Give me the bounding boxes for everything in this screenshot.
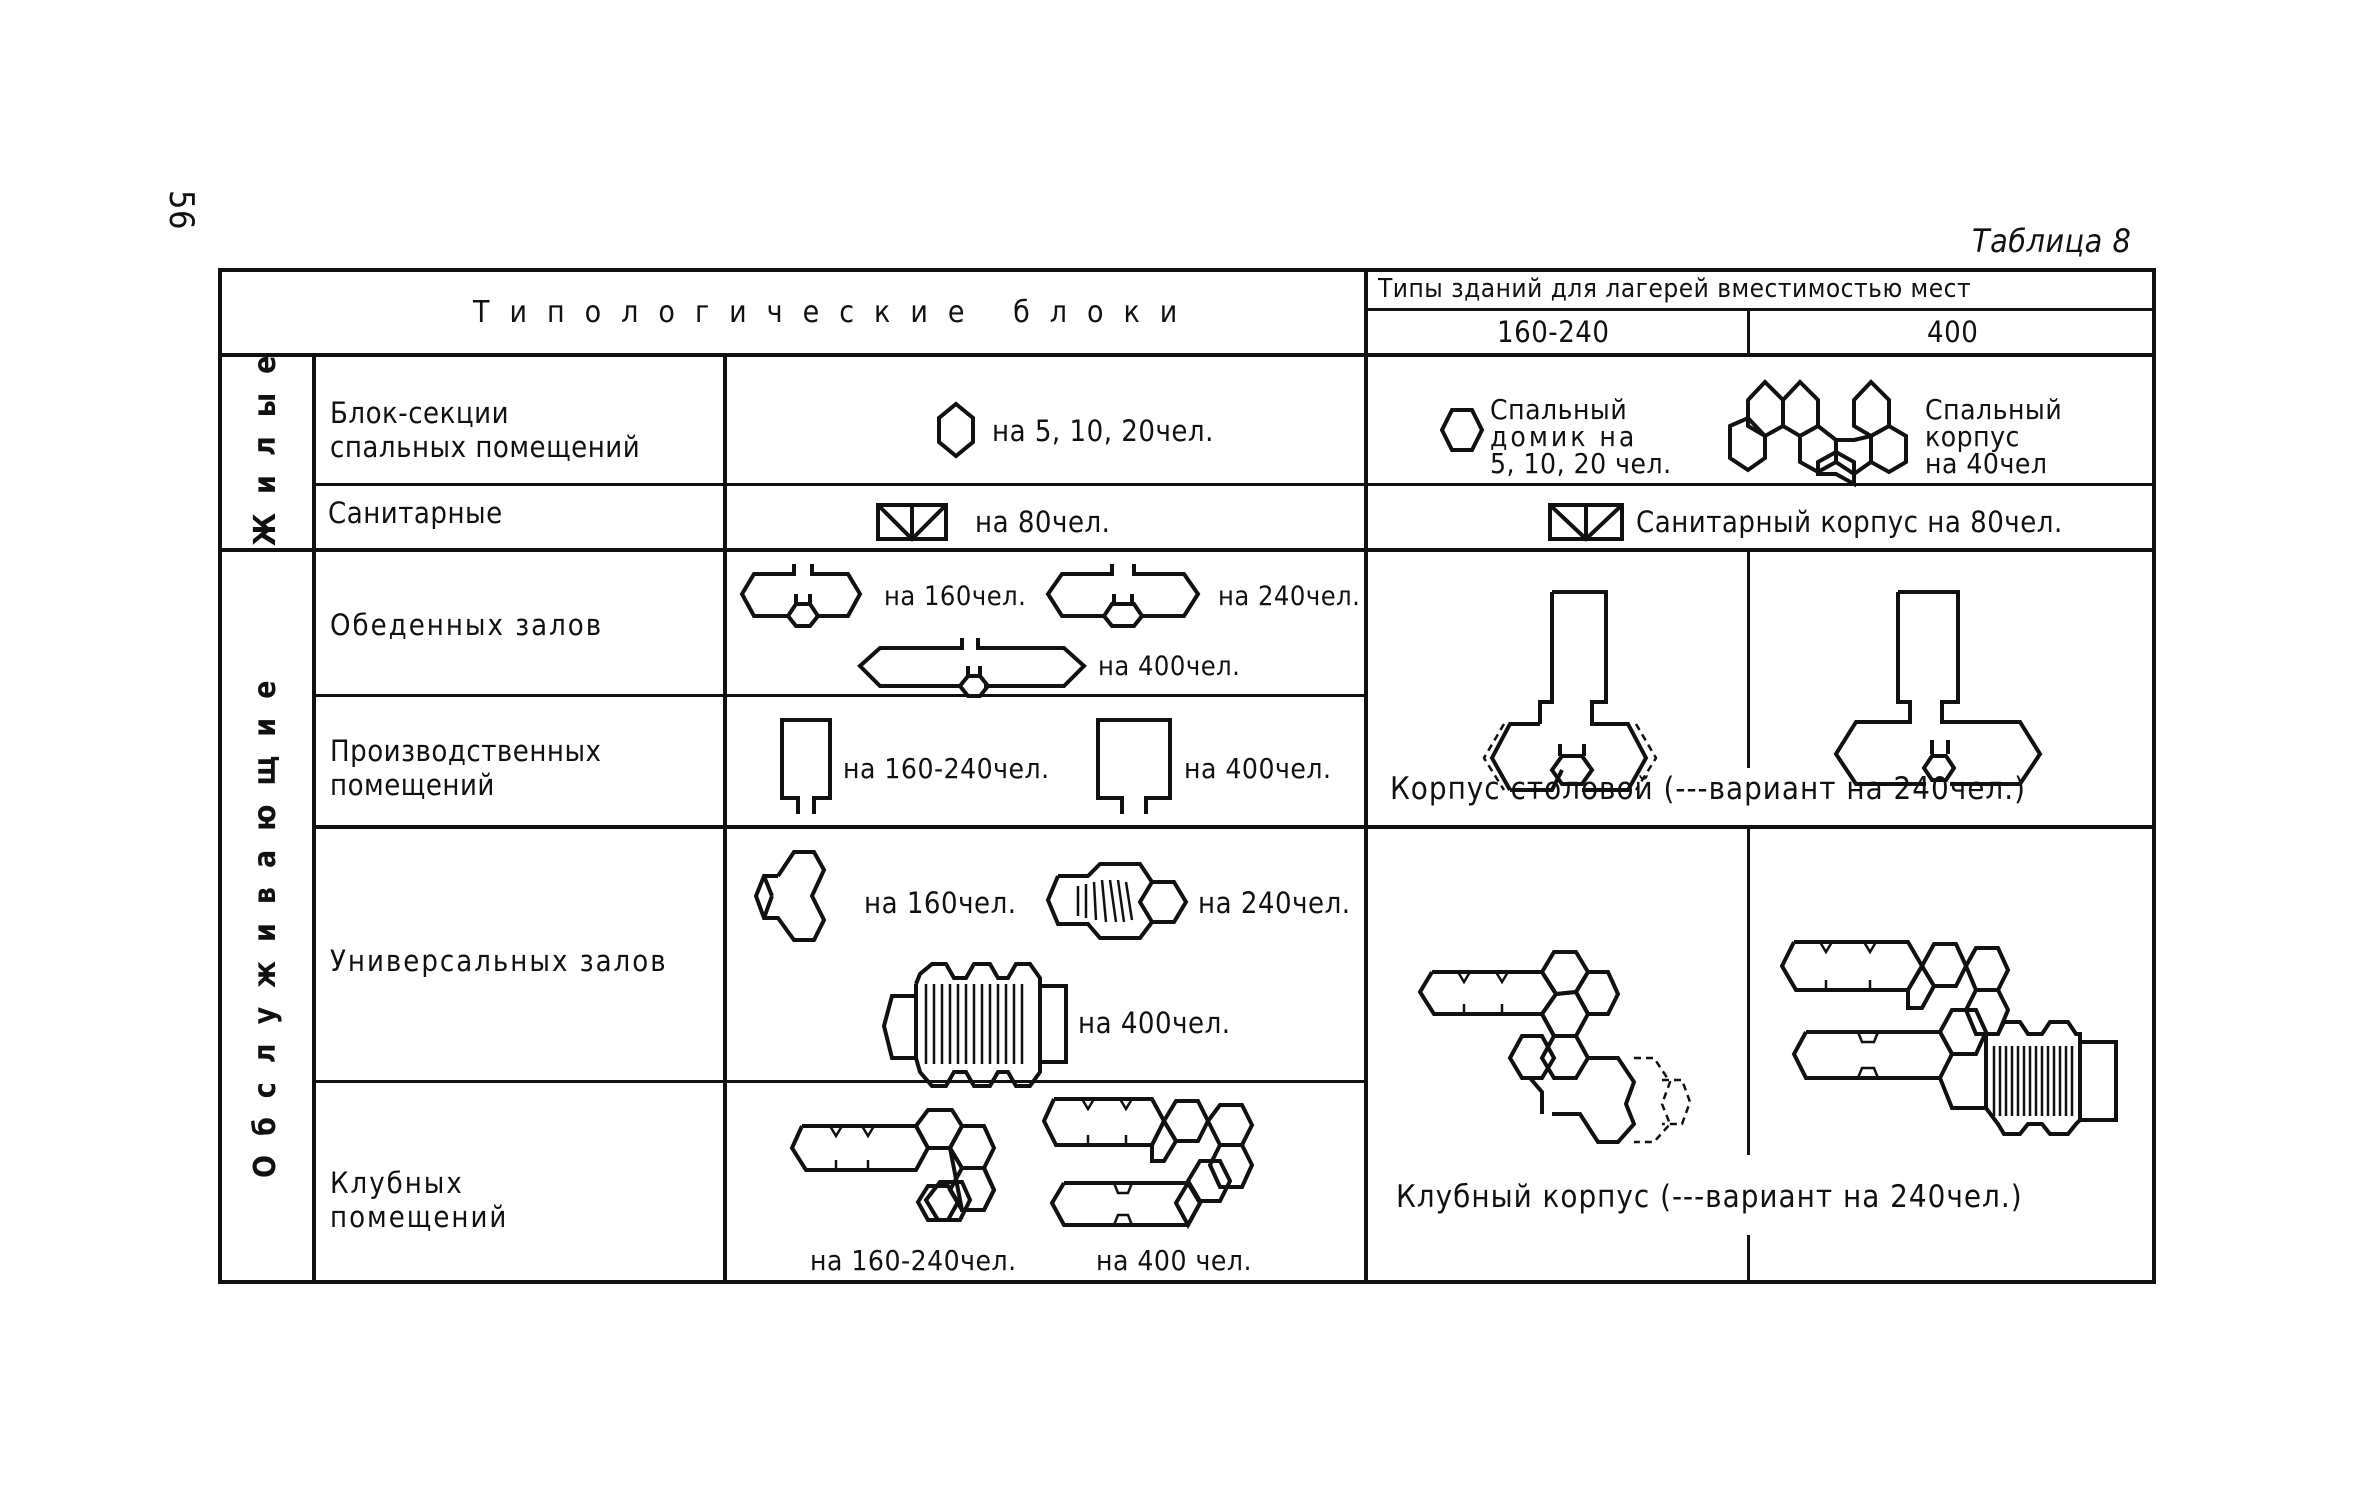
group-label-service: Обслуживающие — [248, 661, 283, 1179]
dining-building-160-240-icon — [1482, 590, 1658, 792]
hexagon-icon — [937, 401, 975, 459]
universal-240-caption: на 240чел. — [1198, 886, 1351, 920]
sanitary-building-caption: Санитарный корпус на 80чел. — [1636, 505, 2063, 539]
sanitary-building-icon — [1548, 503, 1624, 542]
sleeping-blocks-caption: на 5, 10, 20чел. — [992, 414, 1214, 448]
sleeping-corpus-hexcluster-icon — [1728, 379, 1908, 488]
club-building-400-icon — [1779, 940, 2118, 1136]
universal-400-caption: на 400чел. — [1078, 1006, 1231, 1040]
row-label-universal: Универсальных залов — [330, 944, 668, 978]
group-label-residential: Жилые — [248, 336, 283, 546]
club-160-240-caption: на 160-240чел. — [810, 1244, 1017, 1277]
production-160-240-caption: на 160-240чел. — [843, 752, 1050, 785]
row-label-dining: Обеденных залов — [330, 608, 604, 642]
sleeping-corpus-caption: Спальный корпус на 40чел — [1925, 393, 2063, 480]
dining-building-caption: Корпус столовой (---вариант на 240чел.) — [1390, 771, 2026, 807]
header-capacity-400: 400 — [1927, 315, 1979, 349]
club-building-caption: Клубный корпус (---вариант на 240чел.) — [1396, 1179, 2023, 1215]
row-label-production: Производственных помещений — [330, 734, 602, 802]
header-typological-blocks: Типологические блоки — [473, 295, 1198, 330]
header-capacity-160-240: 160-240 — [1497, 315, 1610, 349]
production-160-240-icon — [780, 718, 832, 814]
club-building-160-240-icon — [1417, 950, 1692, 1144]
dining-160-icon — [739, 564, 863, 628]
row-label-club: Клубных помещений — [330, 1166, 509, 1234]
table-label: Таблица 8 — [1972, 222, 2132, 260]
club-400-caption: на 400 чел. — [1096, 1244, 1252, 1277]
sanitary-block-icon — [876, 503, 948, 542]
header-building-types: Типы зданий для лагерей вместимостью мес… — [1378, 274, 1972, 304]
production-400-icon — [1096, 718, 1172, 814]
row-label-sanitary: Санитарные — [328, 496, 503, 530]
universal-160-caption: на 160чел. — [864, 886, 1017, 920]
club-160-240-icon — [789, 1108, 997, 1222]
dining-240-icon — [1045, 564, 1201, 628]
sleeping-house-hexagon-icon — [1439, 408, 1485, 452]
universal-160-icon — [753, 850, 827, 942]
dining-240-caption: на 240чел. — [1218, 581, 1361, 612]
sanitary-blocks-caption: на 80чел. — [975, 505, 1111, 539]
row-label-sleeping: Блок-секции спальных помещений — [330, 396, 641, 464]
production-400-caption: на 400чел. — [1184, 752, 1332, 785]
club-400-icon — [1041, 1097, 1255, 1230]
universal-400-icon — [881, 962, 1068, 1088]
page-number: 56 — [161, 190, 201, 230]
dining-160-caption: на 160чел. — [884, 581, 1027, 612]
dining-400-icon — [857, 638, 1087, 698]
universal-240-icon — [1045, 862, 1189, 940]
dining-400-caption: на 400чел. — [1098, 651, 1241, 682]
dining-building-400-icon — [1833, 590, 2043, 786]
sleeping-house-caption: Спальный домик на 5, 10, 20 чел. — [1490, 393, 1672, 480]
